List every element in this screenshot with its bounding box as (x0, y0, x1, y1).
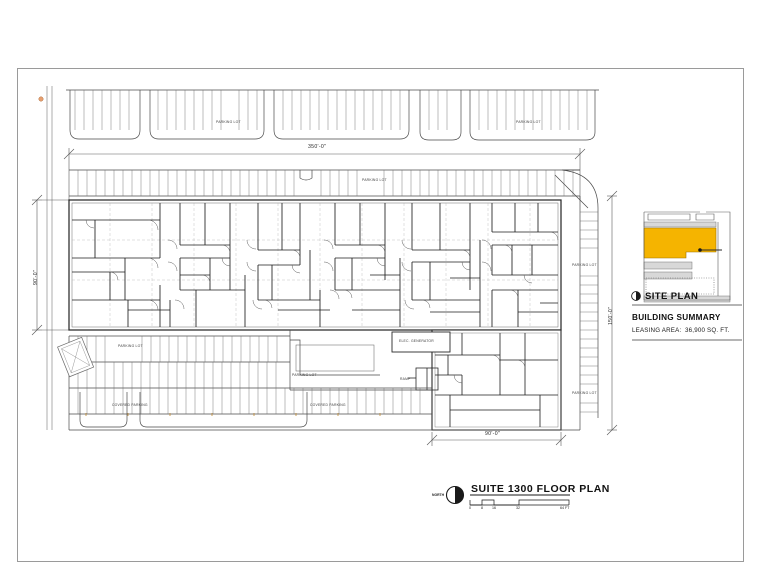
right-parking-stalls (580, 211, 598, 413)
ramp-label: RAMP (400, 377, 411, 381)
structural-grid (72, 203, 558, 327)
lower-parking-stalls (77, 336, 421, 414)
building-envelope (68, 199, 562, 331)
covered-parking-label-right: COVERED PARKING (310, 403, 346, 407)
top-parking-islands (66, 89, 599, 141)
parking-label-top-right: PARKING LOT (516, 120, 541, 124)
building-summary-heading: BUILDING SUMMARY (632, 313, 721, 322)
scale-tick-64: 64 FT (560, 506, 570, 510)
door-swings (85, 219, 559, 311)
dimension-bottom-wing-label: 90'-0" (485, 431, 501, 437)
scale-tick-32: 32 (516, 506, 520, 510)
detail-callout-icon (57, 336, 95, 378)
lower-parking-field (68, 335, 580, 431)
property-marker-icon (38, 96, 44, 102)
scale-tick-8: 8 (481, 506, 483, 510)
parking-label-mid: PARKING LOT (362, 178, 387, 182)
parking-label-right-lower: PARKING LOT (572, 391, 597, 395)
parking-label-lower-left: PARKING LOT (118, 344, 143, 348)
sheet-border (17, 68, 744, 562)
north-arrow-icon (445, 485, 465, 505)
dimension-bottom-wing (426, 432, 567, 446)
scale-bar (469, 499, 570, 506)
elec-generator-enclosure (391, 331, 451, 353)
dimension-right-label: 150'-0" (608, 306, 614, 325)
interior-partitions (72, 203, 558, 327)
parking-label-courtyard: PARKING LOT (292, 373, 317, 377)
dimension-top (63, 148, 586, 200)
site-plan-icon (631, 291, 641, 301)
parking-label-right-upper: PARKING LOT (572, 263, 597, 267)
parking-label-top-left: PARKING LOT (216, 120, 241, 124)
covered-parking-label-left: COVERED PARKING (112, 403, 148, 407)
top-parking-stalls (74, 90, 588, 130)
site-plan-label: SITE PLAN (645, 291, 699, 302)
scale-tick-0: 0 (469, 506, 471, 510)
south-wing (431, 329, 562, 431)
parking-markers (85, 413, 381, 416)
dimension-right (606, 190, 618, 436)
north-label: NORTH (432, 493, 445, 497)
highlighted-suite (643, 227, 717, 259)
dimension-left (31, 194, 69, 336)
mid-parking-row (69, 169, 580, 197)
leasing-area-value: 36,900 SQ. FT. (685, 327, 730, 334)
property-lines (46, 86, 53, 430)
leasing-area-label: LEASING AREA: (632, 327, 682, 334)
right-drive (554, 169, 599, 430)
scale-tick-16: 16 (492, 506, 496, 510)
elec-generator-label: ELEC. GENERATOR (399, 339, 434, 343)
dimension-left-label: 90'-0" (33, 269, 39, 285)
site-plan-keymap-graphic (643, 211, 731, 303)
plan-title: SUITE 1300 FLOOR PLAN (471, 483, 610, 495)
courtyard-walks (289, 330, 432, 391)
panel-rules (632, 304, 742, 341)
dimension-top-label: 350'-0" (308, 144, 327, 150)
mid-parking-stalls (77, 170, 574, 196)
